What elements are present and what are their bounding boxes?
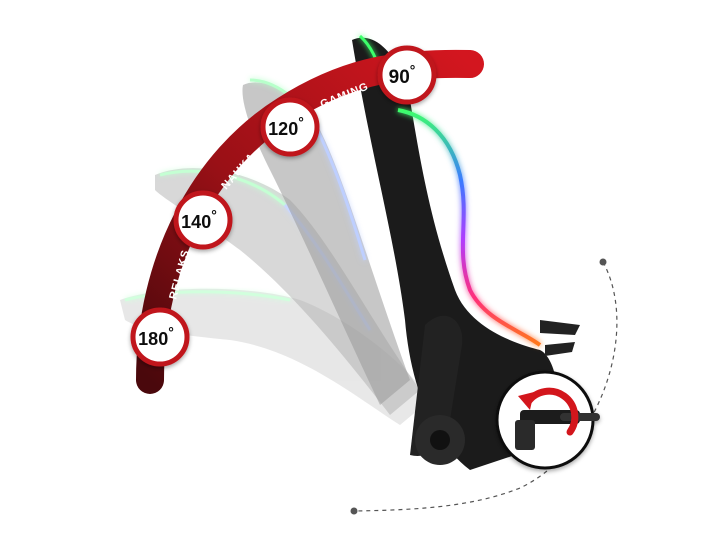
angle-value-90: 90: [389, 67, 410, 88]
angle-unit-140: °: [211, 207, 217, 223]
recline-lever-icon: [515, 410, 600, 450]
angle-badge-120: 120°: [260, 97, 320, 157]
svg-text:180°: 180°: [138, 324, 174, 349]
svg-text:120°: 120°: [268, 114, 304, 139]
angle-badge-140: 140°: [173, 190, 233, 250]
ghost-backrest-180: [120, 288, 430, 425]
angle-unit-180: °: [168, 324, 174, 340]
angle-value-120: 120: [268, 119, 298, 139]
angle-value-140: 140: [181, 212, 211, 232]
rotate-arrow-icon: [518, 387, 579, 436]
svg-text:140°: 140°: [181, 207, 217, 232]
svg-text:90°: 90°: [389, 62, 416, 88]
dashed-arc-end-top: [599, 258, 607, 266]
recline-mechanism: [410, 315, 580, 465]
angle-value-180: 180: [138, 329, 168, 349]
angle-badge-90: 90°: [377, 45, 437, 105]
angle-badge-180: 180°: [130, 307, 190, 367]
recline-lever-callout: [495, 370, 600, 470]
angle-unit-90: °: [410, 62, 416, 78]
angle-unit-120: °: [298, 114, 304, 130]
rotation-dashed-arc: [354, 261, 618, 512]
dashed-arc-end-bottom: [350, 507, 358, 515]
